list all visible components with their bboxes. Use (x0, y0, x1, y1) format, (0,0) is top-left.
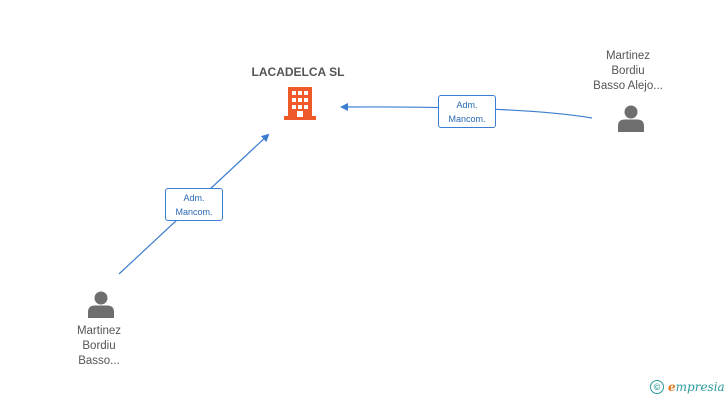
person-name-line: Basso... (78, 355, 120, 367)
person-name-line: Basso Alejo... (593, 80, 663, 92)
person-icon[interactable] (617, 104, 645, 132)
edge-label-line2: Mancom. (175, 207, 213, 217)
copyright-icon: © (650, 380, 664, 394)
brand-logo: empresia (668, 380, 725, 394)
edge-label-line2: Mancom. (448, 114, 486, 124)
edge-label-left[interactable]: Adm. Mancom. (165, 188, 223, 221)
company-name[interactable]: LACADELCA SL (251, 65, 345, 79)
person-icon[interactable] (87, 290, 115, 318)
person-name-right[interactable]: Martinez Bordiu Basso Alejo... (573, 49, 683, 94)
person-name-line: Bordiu (611, 65, 645, 77)
brand-watermark: © empresia (650, 380, 725, 394)
edge-label-right[interactable]: Adm. Mancom. (438, 95, 496, 128)
person-name-line: Martinez (605, 50, 651, 62)
person-name-left[interactable]: Martinez Bordiu Basso... (44, 324, 154, 369)
person-name-line: Martinez (76, 325, 122, 337)
edge-label-line1: Adm. (456, 100, 478, 110)
building-icon[interactable] (284, 85, 316, 121)
edge-label-line1: Adm. (183, 193, 205, 203)
person-name-line: Bordiu (82, 340, 116, 352)
brand-logo-rest: mpresia (675, 380, 725, 394)
brand-logo-initial: e (668, 380, 676, 394)
